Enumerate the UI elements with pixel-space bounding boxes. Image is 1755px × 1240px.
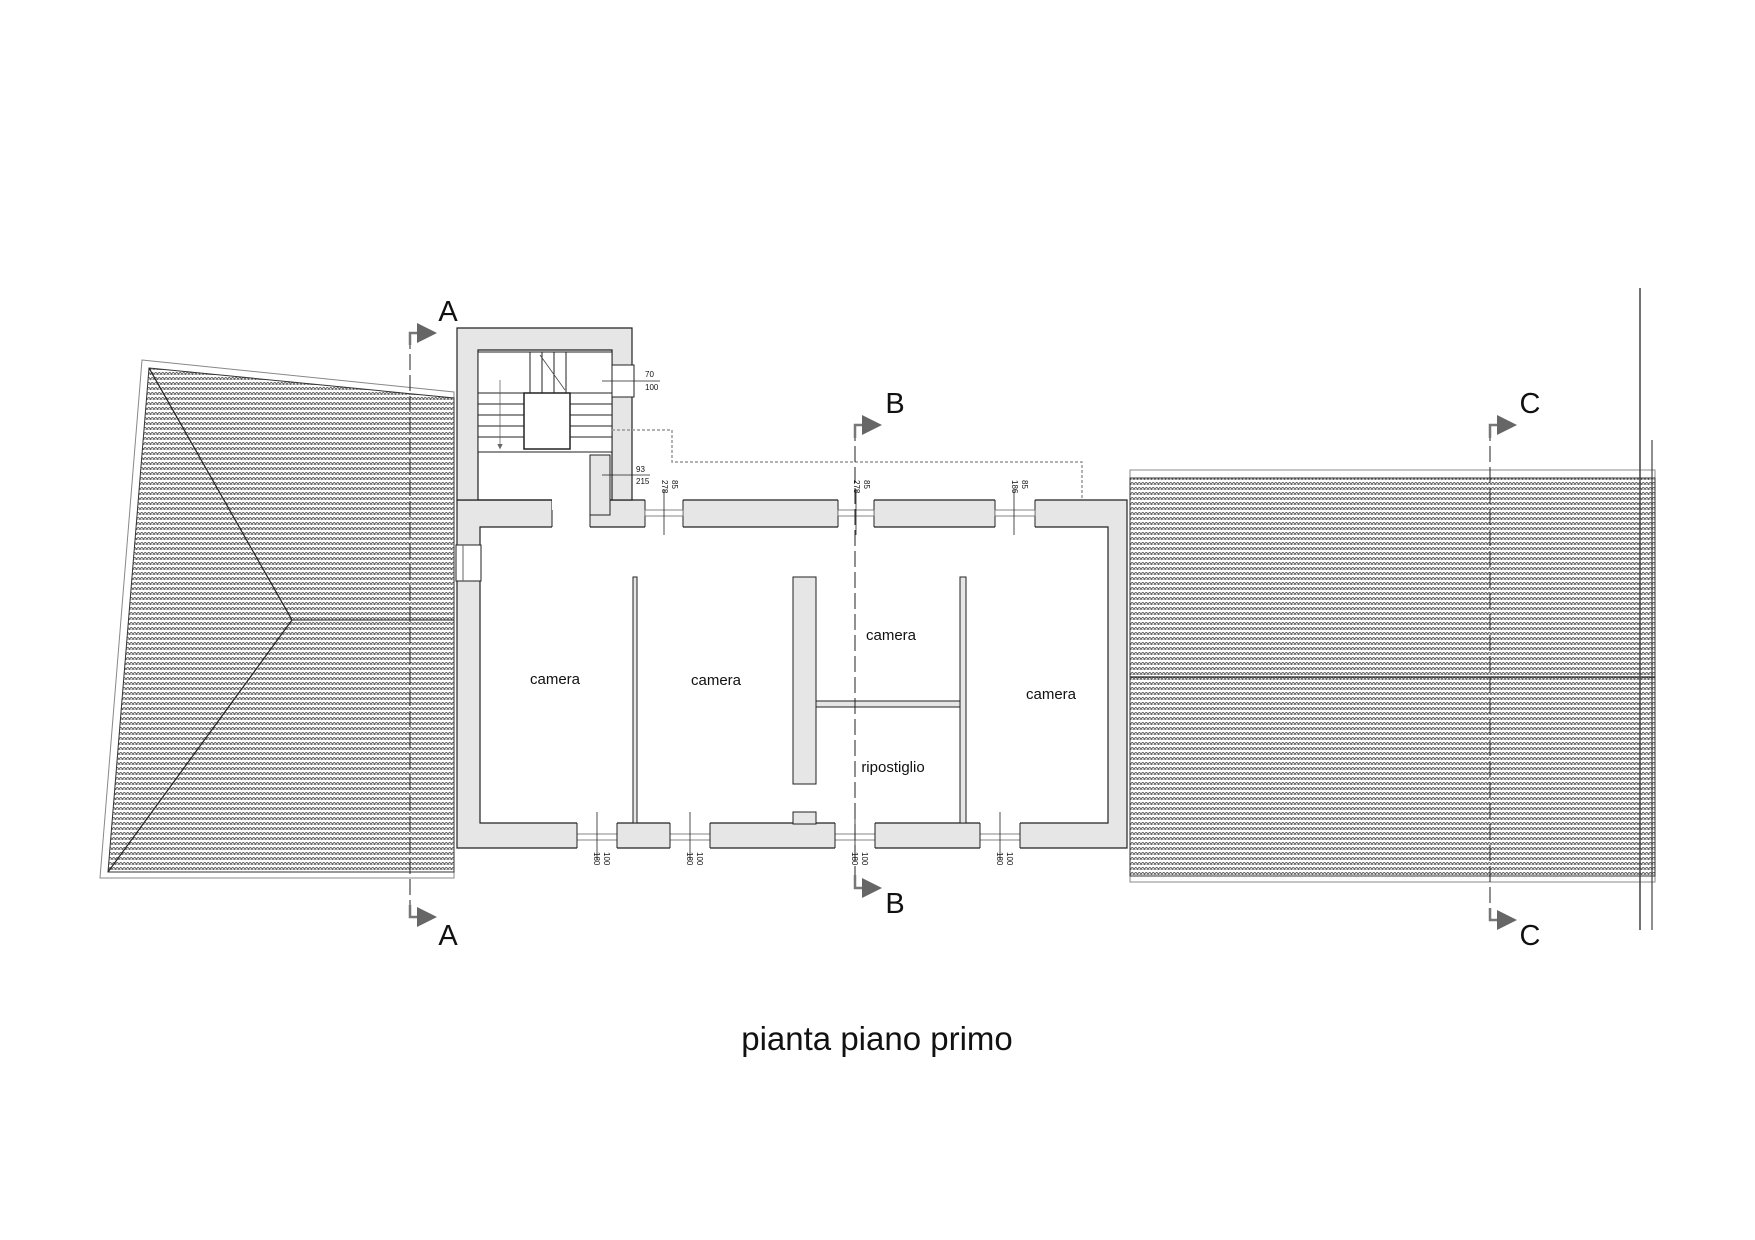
dim-south-2-h: 180 <box>685 852 694 866</box>
section-a-top: A <box>438 296 458 328</box>
room-ripostiglio: ripostiglio <box>861 759 924 776</box>
dim-south-4-w: 100 <box>1005 852 1014 866</box>
balcony-outline <box>612 429 1083 500</box>
section-b-top: B <box>885 388 904 420</box>
dim-south-1-w: 100 <box>602 852 611 866</box>
dim-stair-window-h: 100 <box>645 383 659 392</box>
dim-south-1-h: 180 <box>592 852 601 866</box>
dimension-labels: 70 100 93 215 85 278 85 278 85 186 100 1… <box>592 370 1029 866</box>
dim-north-1-h: 278 <box>660 480 669 494</box>
dim-south-3-h: 180 <box>850 852 859 866</box>
drawing-title: pianta piano primo <box>741 1020 1013 1057</box>
dimension-leaders <box>596 380 1015 860</box>
section-arrows <box>408 323 1517 930</box>
room-camera-1: camera <box>530 671 581 688</box>
room-camera-2: camera <box>691 672 742 689</box>
dim-north-1-w: 85 <box>670 480 679 489</box>
dim-north-3-h: 186 <box>1010 480 1019 494</box>
section-c-bottom: C <box>1520 920 1541 952</box>
section-markers: A A B B C C <box>438 296 1540 952</box>
dim-south-4-h: 180 <box>995 852 1004 866</box>
dim-north-3-w: 85 <box>1020 480 1029 489</box>
roof-left <box>99 359 455 879</box>
section-b-bottom: B <box>885 888 904 920</box>
room-camera-4: camera <box>1026 686 1077 703</box>
section-c-top: C <box>1520 388 1541 420</box>
dim-stair-door-h: 215 <box>636 477 650 486</box>
staircase <box>477 351 613 453</box>
section-lines <box>409 333 1491 910</box>
dim-north-2-w: 85 <box>862 480 871 489</box>
section-a-bottom: A <box>438 920 458 952</box>
room-camera-3: camera <box>866 627 917 644</box>
room-labels: camera camera camera ripostiglio camera <box>530 627 1077 776</box>
dim-north-2-h: 278 <box>852 480 861 494</box>
roof-right <box>1129 288 1656 930</box>
dim-stair-window-w: 70 <box>645 370 654 379</box>
dim-south-3-w: 100 <box>860 852 869 866</box>
dim-stair-door-w: 93 <box>636 465 645 474</box>
dim-south-2-w: 100 <box>695 852 704 866</box>
